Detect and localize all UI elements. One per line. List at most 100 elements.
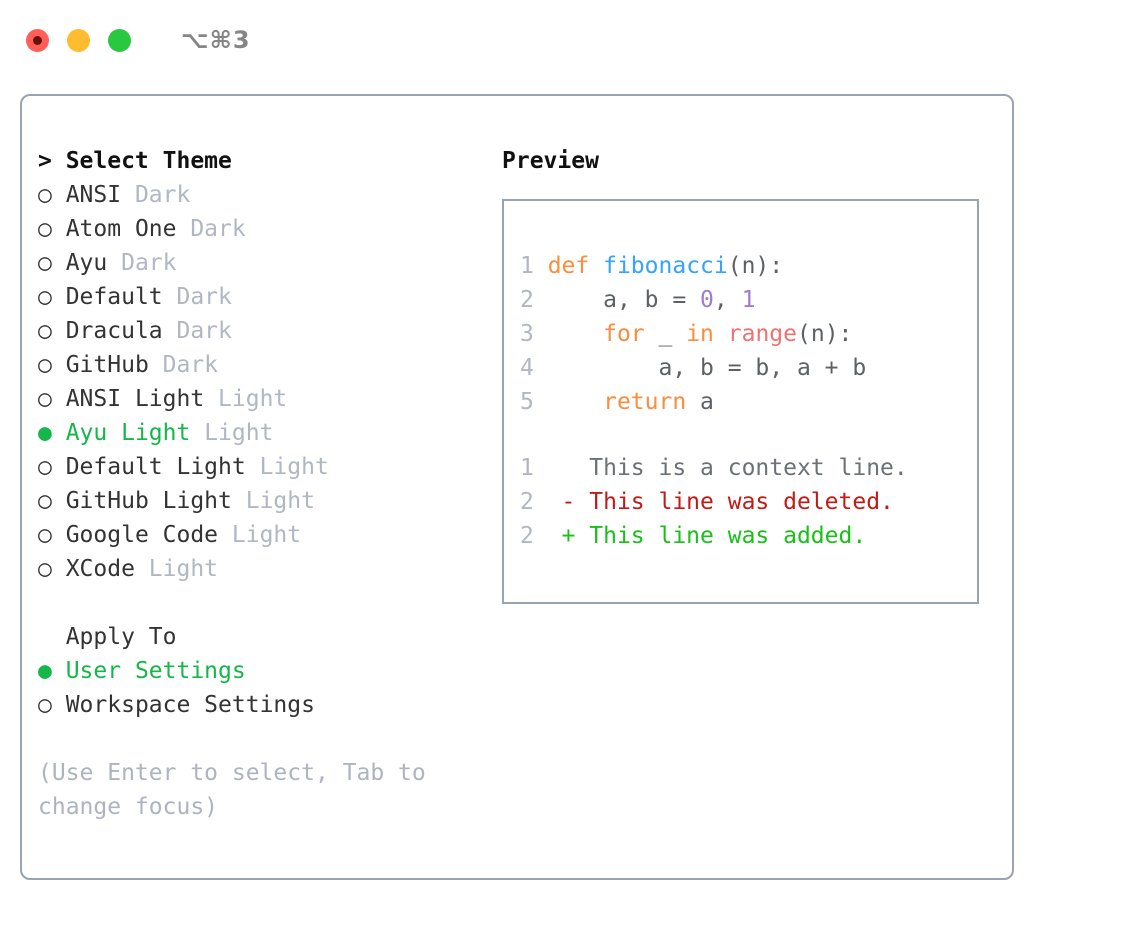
code-token-plain <box>548 321 603 347</box>
radio-unselected-icon: ○ <box>38 522 66 548</box>
radio-unselected-icon: ○ <box>38 352 66 378</box>
diff-line-add: + This line was added. <box>547 523 867 549</box>
code-line-number: 2 <box>520 287 548 313</box>
code-token-fn: fibonacci <box>603 253 728 279</box>
minimize-button[interactable] <box>67 28 90 52</box>
code-line-number: 4 <box>520 355 548 381</box>
theme-selector-column: > Select Theme ○ ANSI Dark○ Atom One Dar… <box>38 144 488 824</box>
preview-heading: Preview <box>502 148 599 174</box>
theme-option-kind: Dark <box>162 352 219 378</box>
theme-option-kind: Light <box>245 488 315 514</box>
diff-line-del: - This line was deleted. <box>547 489 894 515</box>
theme-option-label: ANSI Light <box>65 386 219 412</box>
theme-option-atom-one[interactable]: ○ Atom One Dark <box>38 212 488 246</box>
diff-line-number: 2 <box>520 489 548 515</box>
theme-option-label: Ayu Light <box>65 420 205 446</box>
theme-option-kind: Dark <box>176 284 232 310</box>
diff-line: 1 This is a context line. <box>520 451 908 485</box>
code-token-kw: return <box>603 389 687 415</box>
code-token-num: 1 <box>741 287 756 313</box>
theme-option-kind: Dark <box>176 318 232 344</box>
theme-option-github-light[interactable]: ○ GitHub Light Light <box>38 484 488 518</box>
code-token-plain: _ <box>644 321 687 347</box>
column-spacer <box>38 586 488 620</box>
theme-option-dracula[interactable]: ○ Dracula Dark <box>38 314 488 348</box>
apply-to-option-user-settings[interactable]: ● User Settings <box>38 654 488 688</box>
theme-option-kind: Light <box>204 420 274 446</box>
keyboard-shortcut-label: ⌥⌘3 <box>181 26 251 54</box>
theme-option-ansi[interactable]: ○ ANSI Dark <box>38 178 488 212</box>
title-bar: ⌥⌘3 <box>0 0 1140 80</box>
code-line: 1 def fibonacci(n): <box>520 249 866 283</box>
keyboard-hint-text: (Use Enter to select, Tab to change focu… <box>38 760 440 820</box>
theme-option-ayu-light[interactable]: ● Ayu Light Light <box>38 416 488 450</box>
close-button[interactable] <box>26 28 49 52</box>
code-line: 4 a, b = b, a + b <box>520 351 866 385</box>
code-line: 2 a, b = 0, 1 <box>520 283 866 317</box>
code-token-punct: (n): <box>727 253 784 279</box>
diff-line-context: This is a context line. <box>547 455 908 481</box>
theme-option-label: Google Code <box>65 522 232 548</box>
radio-selected-icon: ● <box>38 420 66 446</box>
theme-option-ayu[interactable]: ○ Ayu Dark <box>38 246 488 280</box>
radio-unselected-icon: ○ <box>38 556 66 582</box>
hint-spacer <box>38 722 488 756</box>
diff-line-number: 2 <box>520 523 548 549</box>
theme-option-xcode[interactable]: ○ XCode Light <box>38 552 488 586</box>
radio-unselected-icon: ○ <box>38 318 66 344</box>
code-line-number: 1 <box>520 253 548 279</box>
theme-option-github[interactable]: ○ GitHub Dark <box>38 348 488 382</box>
diff-sample: 1 This is a context line.2 - This line w… <box>520 451 908 553</box>
code-token-plain: a, b = b, a + b <box>547 355 867 381</box>
window-controls <box>26 28 131 52</box>
code-token-plain: , <box>713 287 742 313</box>
theme-option-kind: Dark <box>190 216 246 242</box>
code-token-plain <box>589 253 603 279</box>
code-line: 3 for _ in range(n): <box>520 317 866 351</box>
code-token-kw: for <box>603 321 645 347</box>
apply-to-option-list: ● User Settings○ Workspace Settings <box>38 654 488 722</box>
theme-option-kind: Dark <box>134 182 191 208</box>
diff-line: 2 - This line was deleted. <box>520 485 908 519</box>
theme-option-label: Default Light <box>65 454 260 480</box>
apply-to-option-workspace-settings[interactable]: ○ Workspace Settings <box>38 688 488 722</box>
radio-unselected-icon: ○ <box>38 250 66 276</box>
theme-option-label: Ayu <box>65 250 122 276</box>
zoom-button[interactable] <box>108 28 131 52</box>
code-token-plain <box>548 389 603 415</box>
theme-option-label: Default <box>65 284 177 310</box>
radio-unselected-icon: ○ <box>38 488 66 514</box>
apply-to-option-label: User Settings <box>65 658 246 684</box>
code-token-punct: (n): <box>797 321 853 347</box>
radio-selected-icon: ● <box>38 658 66 684</box>
theme-option-google-code[interactable]: ○ Google Code Light <box>38 518 488 552</box>
theme-option-label: XCode <box>65 556 149 582</box>
code-token-kw: in <box>686 321 714 347</box>
code-line: 5 return a <box>520 385 866 419</box>
code-token-builtin: range <box>727 321 797 347</box>
preview-column: Preview 1 def fibonacci(n):2 a, b = 0, 1… <box>502 144 1002 604</box>
theme-option-ansi-light[interactable]: ○ ANSI Light Light <box>38 382 488 416</box>
apply-to-heading: Apply To <box>38 624 177 650</box>
theme-option-kind: Dark <box>121 250 177 276</box>
code-line-number: 5 <box>520 389 548 415</box>
code-token-num: 0 <box>700 287 714 313</box>
radio-unselected-icon: ○ <box>38 692 66 718</box>
theme-option-default-light[interactable]: ○ Default Light Light <box>38 450 488 484</box>
theme-option-label: Dracula <box>65 318 177 344</box>
radio-unselected-icon: ○ <box>38 216 66 242</box>
theme-option-label: GitHub Light <box>65 488 246 514</box>
code-token-kw: def <box>547 253 590 279</box>
radio-unselected-icon: ○ <box>38 386 66 412</box>
theme-option-label: Atom One <box>65 216 191 242</box>
code-token-plain: a <box>686 389 714 415</box>
radio-unselected-icon: ○ <box>38 284 66 310</box>
code-token-plain <box>714 321 728 347</box>
apply-to-option-label: Workspace Settings <box>65 692 315 718</box>
theme-option-label: ANSI <box>65 182 135 208</box>
radio-unselected-icon: ○ <box>38 454 66 480</box>
theme-option-default[interactable]: ○ Default Dark <box>38 280 488 314</box>
